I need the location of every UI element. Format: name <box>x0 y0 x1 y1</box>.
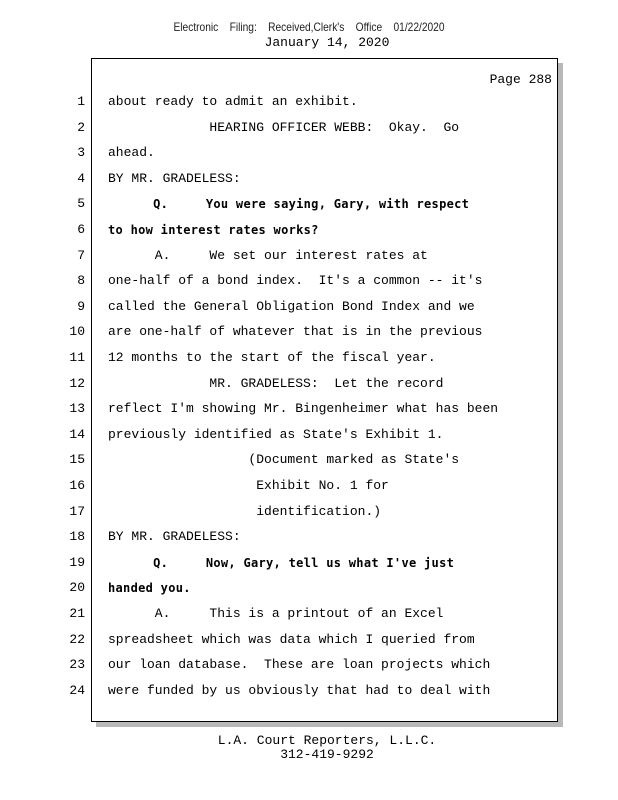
transcript-line: identification.) <box>108 503 382 519</box>
transcript-line: Exhibit No. 1 for <box>108 478 389 493</box>
transcript-line: were funded by us obviously that had to … <box>108 682 491 698</box>
transcript-line: A. This is a printout of an Excel <box>108 606 444 621</box>
transcript-line: 12 months to the start of the fiscal yea… <box>108 350 436 365</box>
line-number: 13 <box>69 401 85 417</box>
line-number: 16 <box>69 478 85 493</box>
transcript-line: one-half of a bond index. It's a common … <box>108 273 483 289</box>
footer-company: L.A. Court Reporters, L.L.C. <box>217 733 437 748</box>
transcript-date: January 14, 2020 <box>264 35 390 50</box>
line-number: 5 <box>77 196 85 212</box>
line-number: 22 <box>69 631 85 647</box>
line-number: 17 <box>69 503 85 519</box>
footer-phone: 312-419-9292 <box>280 747 374 762</box>
transcript-line: spreadsheet which was data which I queri… <box>108 631 475 647</box>
line-number: 8 <box>77 273 85 289</box>
line-number: 23 <box>69 657 85 673</box>
line-number: 19 <box>69 554 85 570</box>
line-number: 20 <box>69 580 85 596</box>
transcript-line: ahead. <box>108 145 155 161</box>
line-number: 10 <box>69 324 85 340</box>
line-number: 11 <box>69 350 85 365</box>
transcript-line: handed you. <box>108 581 191 596</box>
line-number: 3 <box>77 145 85 161</box>
line-number: 15 <box>69 452 85 468</box>
transcript-line: reflect I'm showing Mr. Bingenheimer wha… <box>108 401 499 417</box>
transcript-line: Q. You were saying, Gary, with respect <box>108 197 470 212</box>
transcript-line: Q. Now, Gary, tell us what I've just <box>108 555 455 570</box>
transcript-line: our loan database. These are loan projec… <box>108 657 491 673</box>
line-number: 1 <box>77 94 85 109</box>
transcript-line: about ready to admit an exhibit. <box>108 94 358 109</box>
line-number: 12 <box>69 375 85 391</box>
line-number: 18 <box>69 529 85 545</box>
transcript-line: previously identified as State's Exhibit… <box>108 426 444 442</box>
line-number: 24 <box>69 682 85 698</box>
line-number: 7 <box>77 247 85 263</box>
transcript-page-frame <box>91 58 558 722</box>
line-number: 4 <box>77 170 85 186</box>
transcript-line: called the General Obligation Bond Index… <box>108 298 475 314</box>
transcript-line: A. We set our interest rates at <box>108 247 428 263</box>
transcript-line: BY MR. GRADELESS: <box>108 170 241 186</box>
filing-stamp: Electronic Filing: Received,Clerk's Offi… <box>173 20 445 34</box>
line-number: 6 <box>77 222 85 237</box>
line-number: 14 <box>69 426 85 442</box>
transcript-line: MR. GRADELESS: Let the record <box>108 375 444 391</box>
transcript-line: (Document marked as State's <box>108 452 460 468</box>
transcript-line: HEARING OFFICER WEBB: Okay. Go <box>108 119 460 135</box>
page-number: Page 288 <box>489 72 552 87</box>
line-number: 9 <box>77 298 85 314</box>
transcript-line: are one-half of whatever that is in the … <box>108 324 483 340</box>
transcript-line: BY MR. GRADELESS: <box>108 529 241 545</box>
line-number: 21 <box>69 606 85 621</box>
line-number: 2 <box>77 119 85 135</box>
transcript-line: to how interest rates works? <box>108 223 319 237</box>
